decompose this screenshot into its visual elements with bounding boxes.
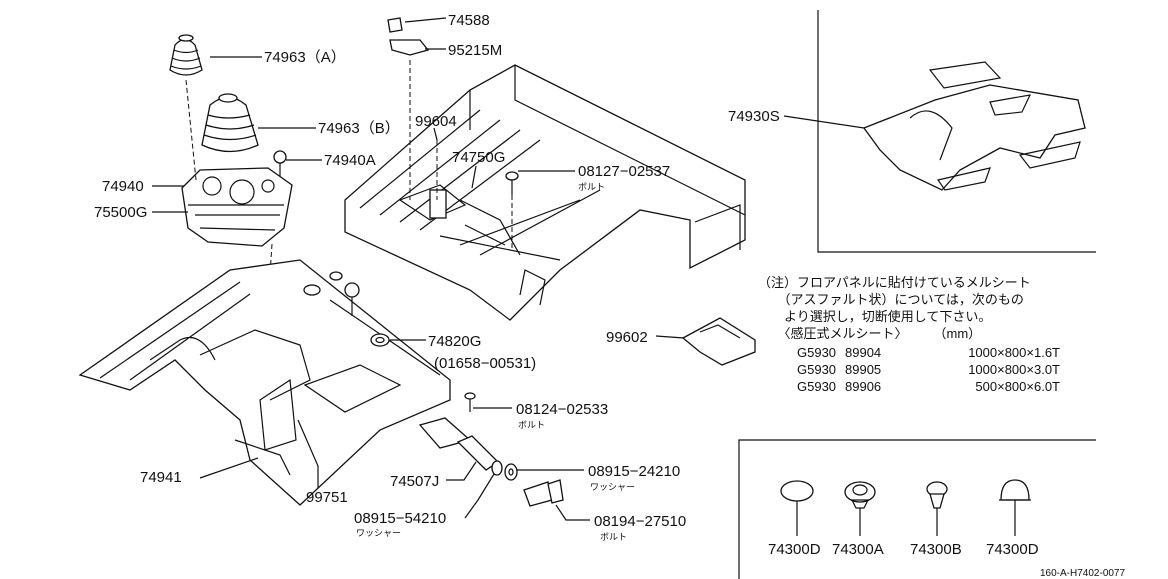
label-74940: 74940 [102, 178, 144, 195]
clip-icon-74300a[interactable] [844, 481, 876, 509]
clip-frame [738, 439, 1096, 579]
note-line-4: 〈感圧式メルシート〉 （mm） [758, 326, 982, 341]
bolt-08124[interactable] [464, 392, 476, 412]
label-08915-24210: 08915−24210 [588, 463, 680, 480]
label-08194-27510: 08194−27510 [594, 513, 686, 530]
note-line-2: （アスファルト状）については，次のもの [758, 292, 1024, 307]
spec-part-number: 89904 [845, 345, 882, 360]
bolt-08127[interactable] [505, 171, 519, 195]
label-74588: 74588 [448, 12, 490, 29]
label-74963b: 74963（B） [318, 120, 400, 137]
label-99751: 99751 [306, 489, 348, 506]
washer-08915a[interactable] [504, 463, 518, 481]
leader-dash-1 [185, 79, 197, 181]
note-line-1: （注）フロアパネルに貼付けているメルシート [758, 275, 1031, 290]
clip-74588[interactable] [387, 17, 430, 56]
console-plate-part[interactable] [181, 167, 293, 247]
clip-icon-74300d-flat[interactable] [780, 480, 814, 502]
label-74507j: 74507J [390, 473, 439, 490]
bolt-08194[interactable] [523, 479, 564, 507]
label-08915-54210: 08915−54210 [354, 510, 446, 527]
label-74930s: 74930S [728, 108, 780, 125]
spec-part-number: 89906 [845, 379, 882, 394]
spec-size: 1000×800×1.6T [968, 345, 1060, 360]
label-clip-74300d-1: 74300D [768, 541, 821, 558]
note-line-3: より選択し，切断使用して下さい。 [758, 309, 992, 324]
label-01658-00531: (01658−00531) [434, 355, 536, 372]
label-washer-1: ワッシャー [590, 482, 635, 492]
label-99604: 99604 [415, 113, 457, 130]
label-74941: 74941 [140, 469, 182, 486]
spec-size: 1000×800×3.0T [968, 362, 1060, 377]
label-08124-02533: 08124−02533 [516, 401, 608, 418]
label-08127-02537: 08127−02537 [578, 163, 670, 180]
washer-08915b[interactable] [491, 460, 503, 476]
bracket-74750g[interactable] [429, 189, 521, 256]
spec-part-prefix: G5930 [797, 362, 837, 377]
bracket-99602[interactable] [681, 317, 756, 366]
note-spec-table: G5930 89904 1000×800×1.6T G5930 89905 10… [797, 344, 1060, 395]
spec-row: G5930 89904 1000×800×1.6T [797, 344, 1060, 361]
label-clip-74300b: 74300B [910, 541, 962, 558]
bracket-74507j[interactable] [418, 417, 500, 471]
label-75500g: 75500G [94, 204, 147, 221]
label-bolt-1: ボルト [578, 182, 605, 192]
label-74963a: 74963（A） [264, 49, 346, 66]
floor-fasteners[interactable] [303, 271, 390, 347]
label-bolt-3: ボルト [600, 532, 627, 542]
label-bolt-2: ボルト [518, 420, 545, 430]
label-clip-74300a: 74300A [832, 541, 884, 558]
rear-floor-part[interactable] [344, 64, 746, 321]
boot-b-part[interactable] [201, 93, 259, 153]
label-99602: 99602 [606, 329, 648, 346]
leader-lines [152, 17, 1016, 536]
spec-row: G5930 89906 500×800×6.0T [797, 378, 1060, 395]
spec-part-prefix: G5930 [797, 379, 837, 394]
mel-sheet-74930s[interactable] [862, 61, 1086, 191]
label-74820g: 74820G [428, 333, 481, 350]
spec-part-prefix: G5930 [797, 345, 837, 360]
inset-frame-top [817, 10, 1096, 253]
label-clip-74300d-2: 74300D [986, 541, 1039, 558]
clip-icon-74300b[interactable] [926, 481, 948, 509]
front-floor-part[interactable] [78, 259, 451, 506]
spec-part-number: 89905 [845, 362, 882, 377]
screw-74940a[interactable] [273, 150, 287, 178]
drawing-code: 160-A-H7402-0077 [1040, 568, 1125, 579]
spec-row: G5930 89905 1000×800×3.0T [797, 361, 1060, 378]
spec-size: 500×800×6.0T [975, 379, 1060, 394]
clip-icon-74300d[interactable] [999, 479, 1031, 501]
label-74750g: 74750G [452, 149, 505, 166]
boot-a-part[interactable] [169, 34, 203, 76]
label-95215m: 95215M [448, 42, 502, 59]
label-74940a: 74940A [324, 152, 376, 169]
label-washer-2: ワッシャー [356, 528, 401, 538]
